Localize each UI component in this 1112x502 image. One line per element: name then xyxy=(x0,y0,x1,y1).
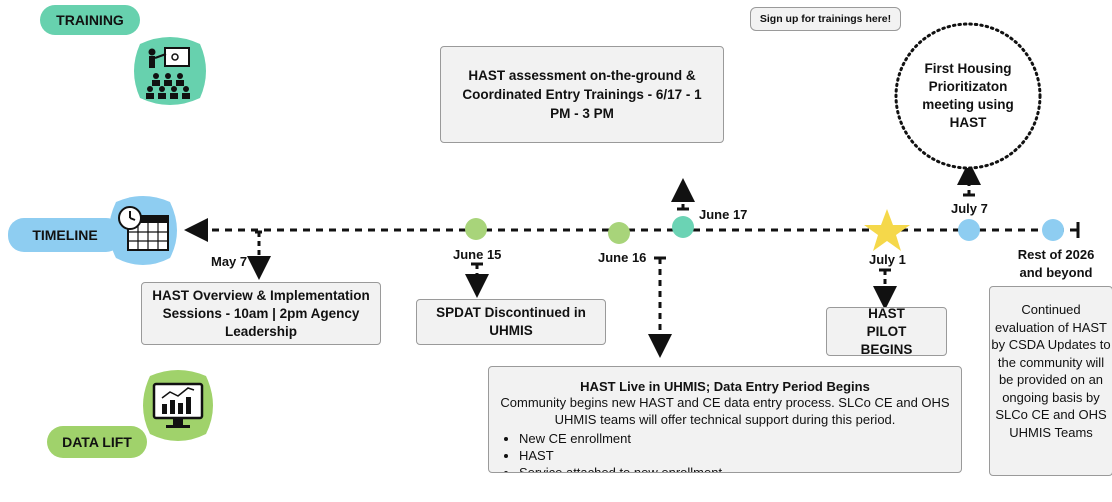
monitor-chart-icon xyxy=(140,370,216,442)
pilot-box: HAST PILOT BEGINS xyxy=(826,306,947,357)
list-item: HAST xyxy=(519,447,957,464)
continued-evaluation-box: Continued evaluation of HAST by CSDA Upd… xyxy=(989,286,1112,476)
first-housing-text: First Housing Prioritizaton meeting usin… xyxy=(922,61,1014,130)
timeline-label: TIMELINE xyxy=(8,218,122,252)
date-july1: July 1 xyxy=(869,252,906,267)
july7-dot xyxy=(958,219,980,241)
july1-connector xyxy=(873,268,897,310)
calendar-clock-icon xyxy=(106,196,180,266)
list-item: New CE enrollment xyxy=(519,430,957,447)
first-housing-circle xyxy=(894,22,1042,170)
signup-button[interactable]: Sign up for trainings here! xyxy=(750,7,901,31)
june16-dot xyxy=(608,222,630,244)
june16-connector xyxy=(648,256,672,358)
date-june15: June 15 xyxy=(453,247,502,262)
date-rest: Rest of 2026 and beyond xyxy=(1017,247,1095,280)
hast-live-title: HAST Live in UHMIS; Data Entry Period Be… xyxy=(580,379,870,394)
training-label: TRAINING xyxy=(40,5,140,35)
date-june17: June 17 xyxy=(699,207,748,222)
date-june16: June 16 xyxy=(598,250,647,265)
july1-star-icon xyxy=(864,209,910,251)
june15-connector xyxy=(465,262,489,298)
may7-connector xyxy=(247,230,271,280)
date-july7: July 7 xyxy=(951,201,988,216)
spdat-box: SPDAT Discontinued in UHMIS xyxy=(416,299,606,345)
june17-connector xyxy=(671,178,695,211)
list-item: Service attached to new enrollment xyxy=(519,464,957,472)
hast-live-list: New CE enrollment HAST Service attached … xyxy=(493,430,957,472)
rest-dot xyxy=(1042,219,1064,241)
overview-box: HAST Overview & Implementation Sessions … xyxy=(141,282,381,345)
hast-live-box: HAST Live in UHMIS; Data Entry Period Be… xyxy=(488,366,962,473)
july7-connector xyxy=(957,161,981,197)
presentation-audience-icon xyxy=(130,36,210,106)
june15-dot xyxy=(465,218,487,240)
data-lift-label: DATA LIFT xyxy=(47,426,147,458)
timeline-axis xyxy=(184,218,1080,242)
hast-training-box: HAST assessment on-the-ground & Coordina… xyxy=(440,46,724,143)
hast-live-body: Community begins new HAST and CE data en… xyxy=(500,395,950,427)
june17-dot xyxy=(672,216,694,238)
date-may7: May 7 xyxy=(211,254,248,269)
